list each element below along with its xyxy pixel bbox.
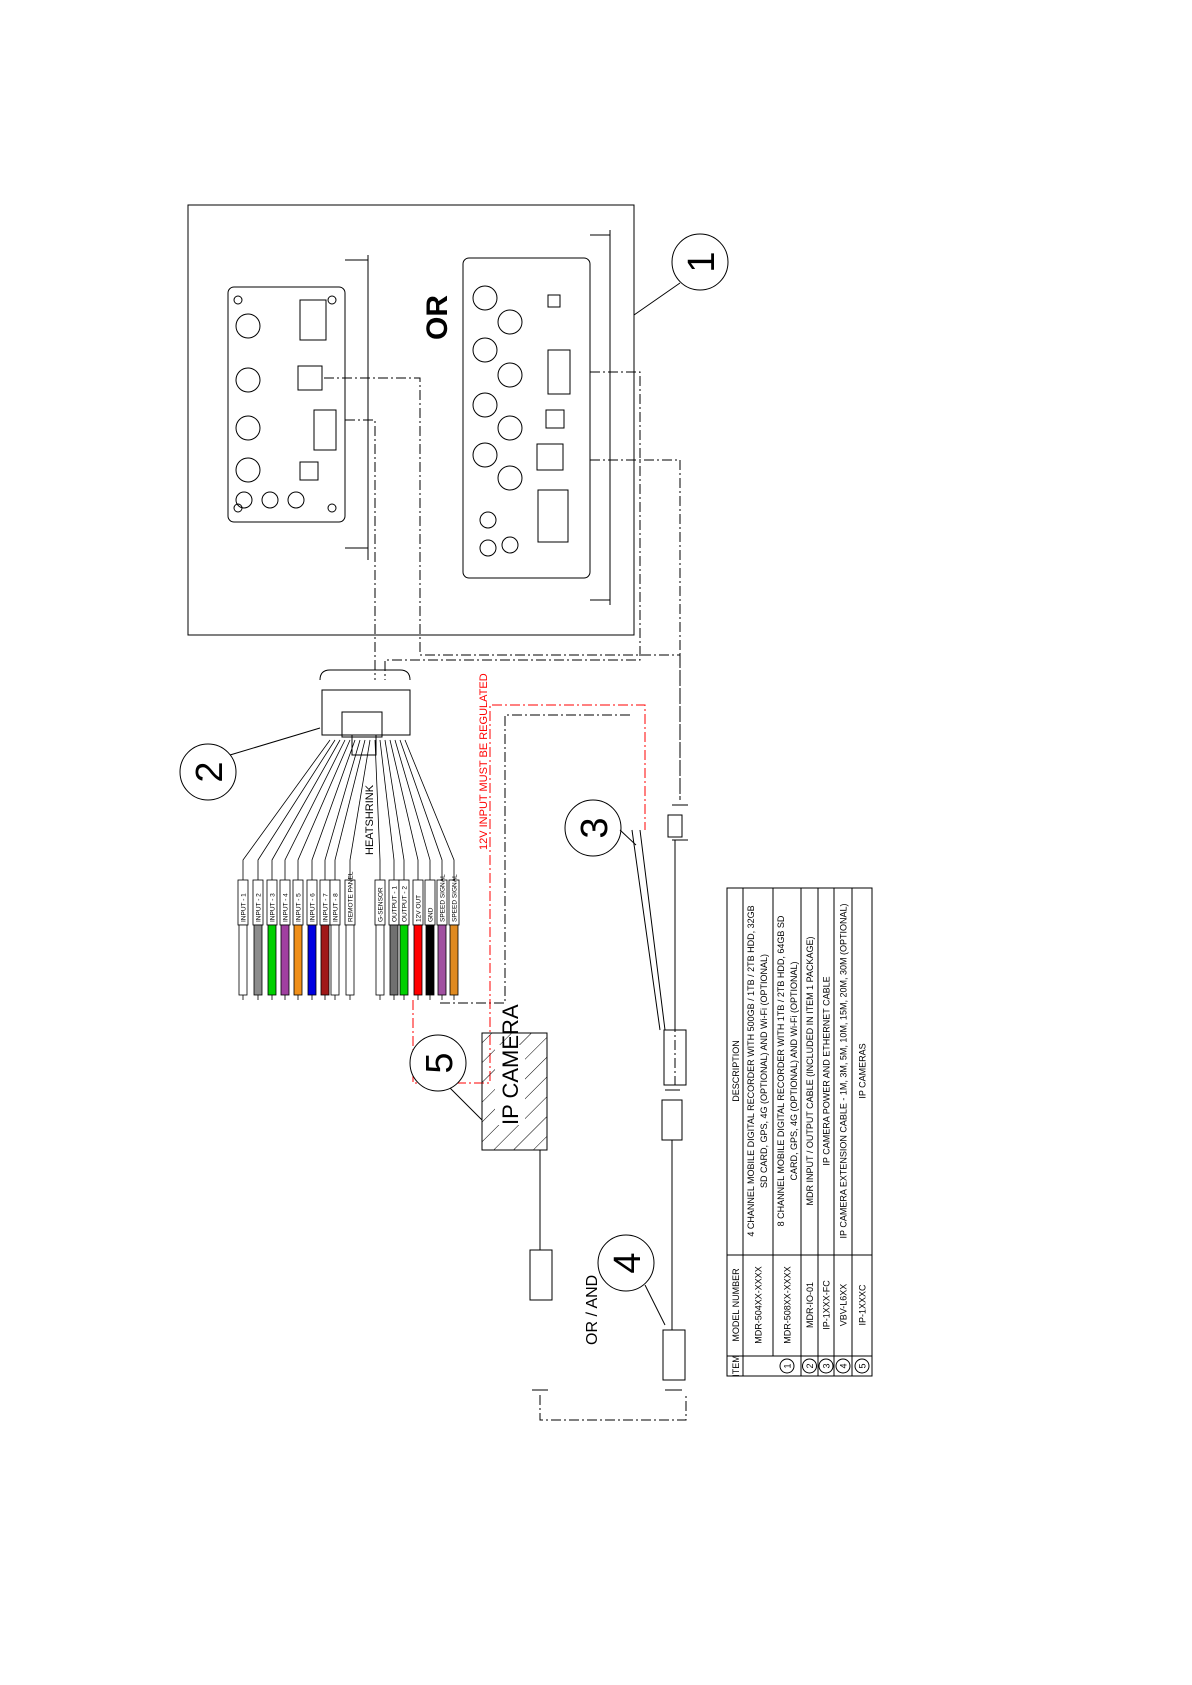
wire-label: INPUT - 6 [310, 893, 317, 922]
wire-12: 12V OUT [389, 739, 424, 1000]
wire-label: INPUT - 1 [241, 893, 248, 922]
io-link-left [345, 419, 376, 680]
ethernet-link-left [324, 377, 681, 800]
wire-label: INPUT - 7 [323, 893, 330, 922]
camera-ext-link [539, 1395, 687, 1421]
svg-text:5: 5 [419, 1052, 461, 1073]
heatshrink-label: HEATSHRINK [364, 784, 376, 855]
wire-8: REMOTE PANEL [344, 739, 371, 1000]
wire-9: G-SENSOR [374, 739, 386, 1000]
wire-label: G-SENSOR [378, 887, 385, 922]
wire-label: INPUT - 8 [333, 893, 340, 922]
wire-label: INPUT - 3 [270, 893, 277, 922]
svg-text:SD CARD, GPS, 4G (OPTIONAL) AN: SD CARD, GPS, 4G (OPTIONAL) AND Wi-Fi (O… [759, 954, 769, 1188]
svg-text:VBV-L6XX: VBV-L6XX [839, 1284, 849, 1327]
balloon-2: 2 [179, 727, 321, 801]
or-label: OR [421, 295, 454, 340]
svg-text:4: 4 [839, 1363, 849, 1368]
warning-wire [412, 704, 646, 1084]
svg-text:2: 2 [189, 761, 231, 782]
header-description: DESCRIPTION [731, 1040, 741, 1102]
svg-text:IP CAMERA EXTENSION CABLE - 1M: IP CAMERA EXTENSION CABLE - 1M, 3M, 5M, … [839, 904, 849, 1239]
wire-13: GND [394, 739, 436, 1000]
wire-4: INPUT - 5 [292, 739, 351, 1000]
table-row: 1 MDR-504XX-XXXX 4 CHANNEL MOBILE DIGITAL … [746, 905, 795, 1374]
wire-3: INPUT - 4 [279, 739, 346, 1000]
wire-15: SPEED SIGNAL [404, 739, 460, 1000]
camera-power-cable [631, 804, 688, 1086]
svg-text:MDR-504XX-XXXX: MDR-504XX-XXXX [754, 1266, 764, 1344]
balloon-1: 1 [633, 233, 729, 316]
wire-label: INPUT - 2 [256, 893, 263, 922]
svg-text:CARD, GPS, 4G (OPTIONAL) AND W: CARD, GPS, 4G (OPTIONAL) AND Wi-Fi (OPTI… [789, 961, 799, 1180]
recorder-8-channel [462, 230, 611, 605]
camera-extension-cable [661, 1089, 686, 1391]
or-and-label: OR / AND [584, 1275, 601, 1345]
wire-7: INPUT - 8 [329, 739, 366, 1000]
svg-text:MDR INPUT / OUTPUT CABLE (INCL: MDR INPUT / OUTPUT CABLE (INCLUDED IN IT… [805, 936, 815, 1205]
table-row: MDR-508XX-XXXX 8 CHANNEL MOBILE DIGITAL R… [776, 915, 799, 1344]
svg-text:4: 4 [607, 1252, 649, 1273]
ip-camera-label: IP CAMERA [498, 1004, 523, 1125]
ethernet-link-right [590, 459, 681, 800]
wire-harness: INPUT - 1 INPUT - 2 INPUT - 3 INPUT - 4 INPU… [237, 739, 460, 1000]
svg-text:IP CAMERA POWER AND ETHERNET C: IP CAMERA POWER AND ETHERNET CABLE [822, 976, 832, 1165]
wire-14: SPEED SIGNAL [399, 739, 448, 1000]
wire-0: INPUT - 1 [237, 739, 331, 1000]
bom-table: ITEM MODEL NUMBER DESCRIPTION 1 MDR-504XX-XX… [726, 887, 873, 1377]
svg-text:3: 3 [574, 817, 616, 838]
wire-2: INPUT - 3 [266, 739, 341, 1000]
header-item: ITEM [731, 1355, 741, 1377]
header-model: MODEL NUMBER [731, 1268, 741, 1342]
svg-text:IP-1XXXC: IP-1XXXC [858, 1284, 868, 1326]
wire-11: OUTPUT - 2 [384, 739, 410, 1000]
io-connector [319, 669, 411, 756]
wire-label: SPEED SIGNAL [440, 874, 447, 922]
svg-text:IP CAMERAS: IP CAMERAS [858, 1043, 868, 1098]
wire-label: OUTPUT - 1 [392, 886, 399, 922]
svg-text:1: 1 [681, 251, 723, 272]
wire-label: SPEED SIGNAL [452, 874, 459, 922]
svg-text:5: 5 [858, 1363, 868, 1368]
wire-label: INPUT - 4 [283, 893, 290, 922]
table-row: 4 VBV-L6XX IP CAMERA EXTENSION CABLE - 1M,… [835, 904, 851, 1374]
camera-power-link [440, 714, 630, 1004]
balloon-5: 5 [409, 1034, 483, 1121]
table-row: 3 IP-1XXX-FC IP CAMERA POWER AND ETHERNET … [818, 976, 834, 1374]
svg-text:2: 2 [805, 1363, 815, 1368]
wire-label: GND [428, 907, 435, 922]
recorder-frame [187, 204, 635, 636]
wire-label: OUTPUT - 2 [402, 886, 409, 922]
balloon-4: 4 [597, 1234, 666, 1326]
io-link-right [384, 371, 641, 680]
table-row: 5 IP-1XXXC IP CAMERAS [854, 1043, 870, 1374]
svg-text:MDR-IO-01: MDR-IO-01 [805, 1282, 815, 1328]
svg-text:4 CHANNEL MOBILE DIGITAL RECOR: 4 CHANNEL MOBILE DIGITAL RECORDER WITH 5… [746, 905, 756, 1236]
recorder-4-channel [227, 255, 369, 560]
wire-5: INPUT - 6 [306, 739, 356, 1000]
balloon-3: 3 [564, 799, 637, 857]
ip-camera-cable [529, 1150, 553, 1391]
wire-1: INPUT - 2 [252, 739, 336, 1000]
warning-label: 12V INPUT MUST BE REGULATED [478, 673, 490, 850]
svg-text:3: 3 [822, 1363, 832, 1368]
wire-label: REMOTE PANEL [348, 871, 355, 922]
wire-label: 12V OUT [416, 895, 423, 922]
wire-label: INPUT - 5 [296, 893, 303, 922]
svg-text:1: 1 [783, 1363, 793, 1368]
table-row: 2 MDR-IO-01 MDR INPUT / OUTPUT CABLE (INCL… [802, 936, 817, 1374]
svg-text:MDR-508XX-XXXX: MDR-508XX-XXXX [783, 1266, 793, 1344]
svg-text:IP-1XXX-FC: IP-1XXX-FC [822, 1280, 832, 1330]
svg-text:8 CHANNEL MOBILE DIGITAL RECOR: 8 CHANNEL MOBILE DIGITAL RECORDER WITH 1… [776, 915, 786, 1226]
